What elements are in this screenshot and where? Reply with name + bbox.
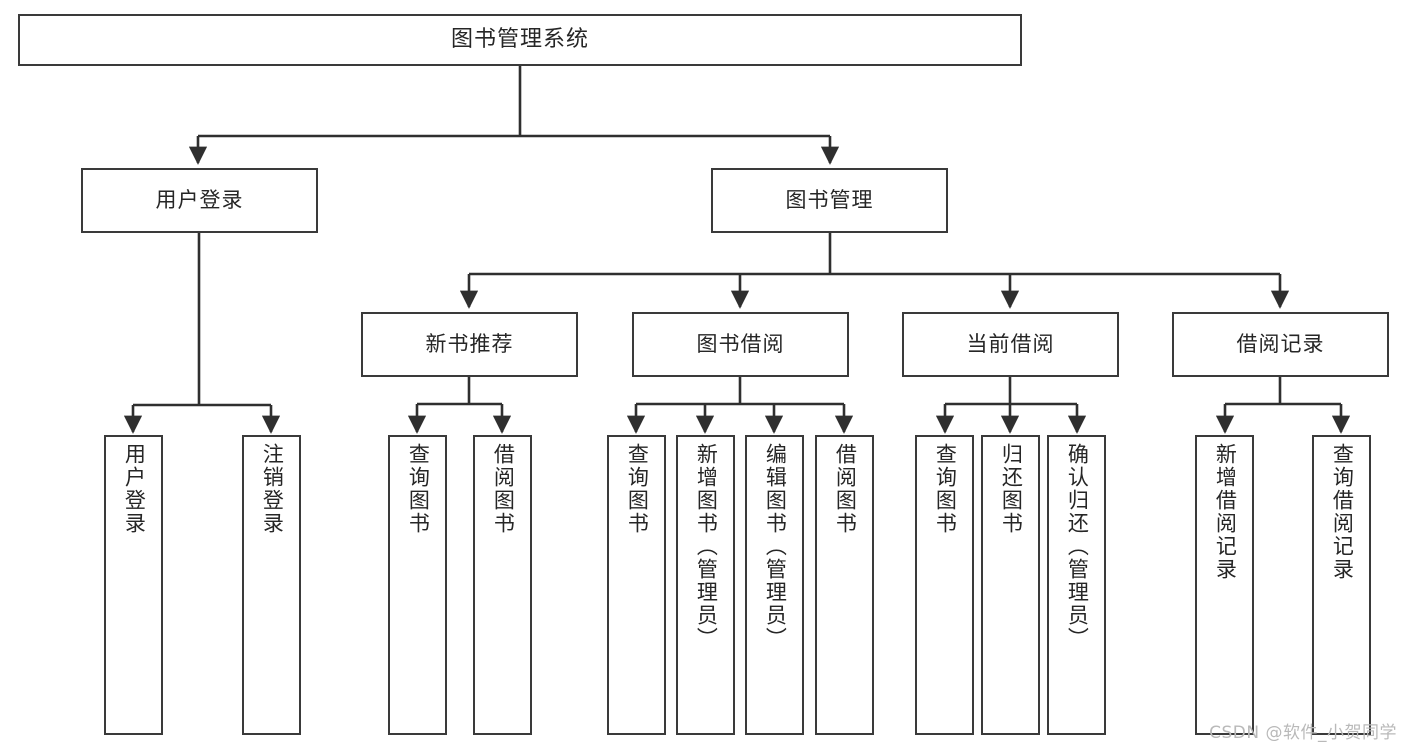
- node-label: 借阅记录: [1236, 331, 1325, 356]
- leaf-label: 编辑图书（管理员）: [763, 443, 788, 650]
- leaf-return-book[interactable]: 归还图书: [981, 435, 1040, 735]
- node-borrow-record[interactable]: 借阅记录: [1172, 312, 1389, 377]
- leaf-label: 用户登录: [122, 443, 147, 535]
- leaf-query-book-borrow[interactable]: 查询图书: [607, 435, 666, 735]
- node-book-management[interactable]: 图书管理: [711, 168, 948, 233]
- node-user-login[interactable]: 用户登录: [81, 168, 318, 233]
- leaf-confirm-return-admin[interactable]: 确认归还（管理员）: [1047, 435, 1106, 735]
- leaf-label: 新增图书（管理员）: [694, 443, 719, 650]
- leaf-borrow-book[interactable]: 借阅图书: [815, 435, 874, 735]
- leaf-label: 查询图书: [625, 443, 650, 535]
- node-book-borrow[interactable]: 图书借阅: [632, 312, 849, 377]
- node-label: 用户登录: [155, 187, 244, 212]
- leaf-label: 新增借阅记录: [1213, 443, 1238, 581]
- leaf-label: 借阅图书: [833, 443, 858, 535]
- leaf-logout[interactable]: 注销登录: [242, 435, 301, 735]
- leaf-query-borrow-record[interactable]: 查询借阅记录: [1312, 435, 1371, 735]
- leaf-query-book-current[interactable]: 查询图书: [915, 435, 974, 735]
- watermark-text: CSDN @软件_小贺同学: [1209, 723, 1397, 743]
- node-current-borrow[interactable]: 当前借阅: [902, 312, 1119, 377]
- leaf-label: 查询图书: [933, 443, 958, 535]
- leaf-label: 归还图书: [999, 443, 1024, 535]
- node-label: 图书管理: [785, 187, 874, 212]
- leaf-borrow-book-recommend[interactable]: 借阅图书: [473, 435, 532, 735]
- leaf-add-borrow-record[interactable]: 新增借阅记录: [1195, 435, 1254, 735]
- leaf-label: 查询图书: [406, 443, 431, 535]
- leaf-add-book-admin[interactable]: 新增图书（管理员）: [676, 435, 735, 735]
- node-label: 图书管理系统: [450, 26, 589, 52]
- leaf-label: 确认归还（管理员）: [1065, 443, 1090, 650]
- leaf-user-login[interactable]: 用户登录: [104, 435, 163, 735]
- node-label: 当前借阅: [966, 331, 1055, 356]
- leaf-label: 借阅图书: [491, 443, 516, 535]
- node-new-book-recommend[interactable]: 新书推荐: [361, 312, 578, 377]
- node-label: 图书借阅: [696, 331, 785, 356]
- node-root-book-management-system[interactable]: 图书管理系统: [18, 14, 1022, 66]
- leaf-query-book-recommend[interactable]: 查询图书: [388, 435, 447, 735]
- node-label: 新书推荐: [425, 331, 514, 356]
- leaf-label: 注销登录: [260, 443, 285, 535]
- leaf-label: 查询借阅记录: [1330, 443, 1355, 581]
- leaf-edit-book-admin[interactable]: 编辑图书（管理员）: [745, 435, 804, 735]
